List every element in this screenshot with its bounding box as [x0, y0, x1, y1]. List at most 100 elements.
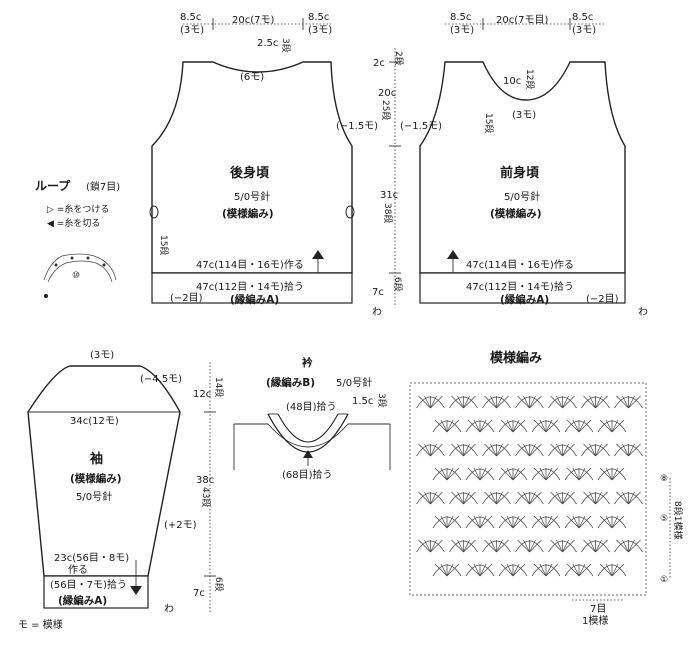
sleeve-edge-rows: 6段	[213, 577, 225, 592]
legend-note: モ = 模様	[18, 618, 63, 631]
stitch-stroke	[533, 515, 547, 529]
stitch-stroke	[556, 443, 563, 457]
stitch-stroke	[496, 443, 509, 457]
sleeve-body-len: 38c	[196, 475, 214, 486]
front-pickup: 47c(112目・14モ)拾う	[466, 280, 574, 293]
stitch-stroke	[539, 467, 547, 481]
collar-inner: (48目)拾う	[286, 400, 337, 413]
swatch-frame	[409, 382, 647, 596]
back-top-mid: 20c(7モ)	[232, 15, 274, 26]
stitch-stroke	[556, 539, 563, 553]
stitch-stroke	[424, 395, 431, 409]
stitch-stroke	[616, 539, 629, 553]
stitch-stroke	[512, 563, 526, 577]
stitch-stroke	[496, 395, 503, 409]
stitch-stroke	[500, 563, 514, 577]
stitch-stroke	[484, 443, 497, 457]
back-top-right: 8.5c	[308, 12, 329, 23]
stitch-stroke	[539, 419, 547, 433]
stitch-stroke	[440, 467, 448, 481]
stitch-stroke	[529, 443, 536, 457]
stitch-stroke	[523, 539, 530, 553]
stitch-stroke	[440, 515, 448, 529]
stitch-stroke	[457, 395, 464, 409]
stitch-stroke	[545, 467, 559, 481]
v-total-len: 31c	[380, 190, 398, 201]
stitch-stroke	[479, 563, 493, 577]
stitch-stroke	[595, 443, 602, 457]
stitch-stroke	[463, 443, 470, 457]
stitch-stroke	[517, 539, 530, 553]
stitch-stroke	[500, 419, 514, 433]
stitch-stroke	[434, 563, 448, 577]
stitch-stroke	[616, 395, 629, 409]
stitch-stroke	[578, 419, 592, 433]
stitch-stroke	[595, 491, 602, 505]
stitch-stroke	[628, 539, 641, 553]
stitch-stroke	[628, 539, 635, 553]
stitch-stroke	[430, 395, 437, 409]
stitch-stroke	[599, 563, 613, 577]
stitch-stroke	[599, 515, 613, 529]
sleeve-edge-len: 7c	[193, 588, 205, 599]
stitch-stroke	[479, 467, 487, 481]
v-total-rows: 38段	[382, 203, 394, 223]
stitch-stroke	[539, 515, 547, 529]
stitch-stroke	[479, 419, 493, 433]
stitch-stroke	[539, 563, 547, 577]
stitch-stroke	[496, 491, 503, 505]
stitch-stroke	[479, 419, 487, 433]
stitch-stroke	[578, 515, 592, 529]
stitch-stroke	[529, 395, 542, 409]
stitch-stroke	[589, 539, 596, 553]
swatch-title: 模様編み	[490, 350, 542, 366]
front-pattern: (模様編み)	[490, 207, 542, 220]
stitch-stroke	[562, 443, 569, 457]
sleeve-edge-band	[43, 575, 149, 609]
stitch-stroke	[599, 467, 613, 481]
sleeve-inc: (+2モ)	[164, 520, 197, 531]
loop-legend-attach: ▷ =糸をつける	[47, 203, 109, 215]
stitch-stroke	[550, 539, 563, 553]
stitch-stroke	[556, 491, 563, 505]
stitch-stroke	[424, 443, 431, 457]
stitch-stroke	[545, 467, 553, 481]
stitch-stroke	[512, 563, 520, 577]
front-top-mid: 20c(7モ目)	[496, 15, 548, 26]
stitch-stroke	[578, 563, 592, 577]
stitch-stroke	[467, 467, 481, 481]
stitch-stroke	[529, 539, 536, 553]
v-top-len: 2c	[373, 58, 385, 69]
stitch-stroke	[605, 467, 613, 481]
stitch-stroke	[446, 419, 460, 433]
stitch-stroke	[484, 491, 497, 505]
loop-sub: (鎖7目)	[86, 180, 120, 193]
stitch-stroke	[490, 443, 497, 457]
sleeve-width: 34c(12モ)	[70, 416, 119, 427]
back-side-rows: 15段	[158, 235, 170, 255]
stitch-stroke	[562, 491, 575, 505]
stitch-stroke	[628, 491, 635, 505]
back-wa: わ	[372, 306, 382, 318]
collar-outer: (68目)拾う	[282, 468, 333, 481]
stitch-stroke	[545, 419, 553, 433]
stitch-stroke	[628, 395, 635, 409]
stitch-stroke	[605, 563, 613, 577]
stitch-stroke	[496, 539, 503, 553]
stitch-stroke	[446, 563, 460, 577]
collar-depth-rows: 3段	[376, 393, 388, 408]
stitch-stroke	[500, 515, 514, 529]
swatch-r8: ⑧	[660, 474, 668, 484]
stitch-stroke	[545, 515, 559, 529]
stitch-stroke	[430, 443, 437, 457]
stitch-stroke	[473, 515, 481, 529]
back-top-right-sub: (3モ)	[308, 25, 332, 36]
stitch-stroke	[628, 443, 641, 457]
stitch-stroke	[490, 395, 497, 409]
back-neck-drop: 2.5c	[257, 38, 278, 49]
stitch-stroke	[578, 419, 586, 433]
v-top-rows: 2段	[393, 51, 405, 66]
stitch-stroke	[589, 395, 596, 409]
stitch-stroke	[434, 419, 448, 433]
sleeve-cap-len: 12c	[193, 389, 211, 400]
